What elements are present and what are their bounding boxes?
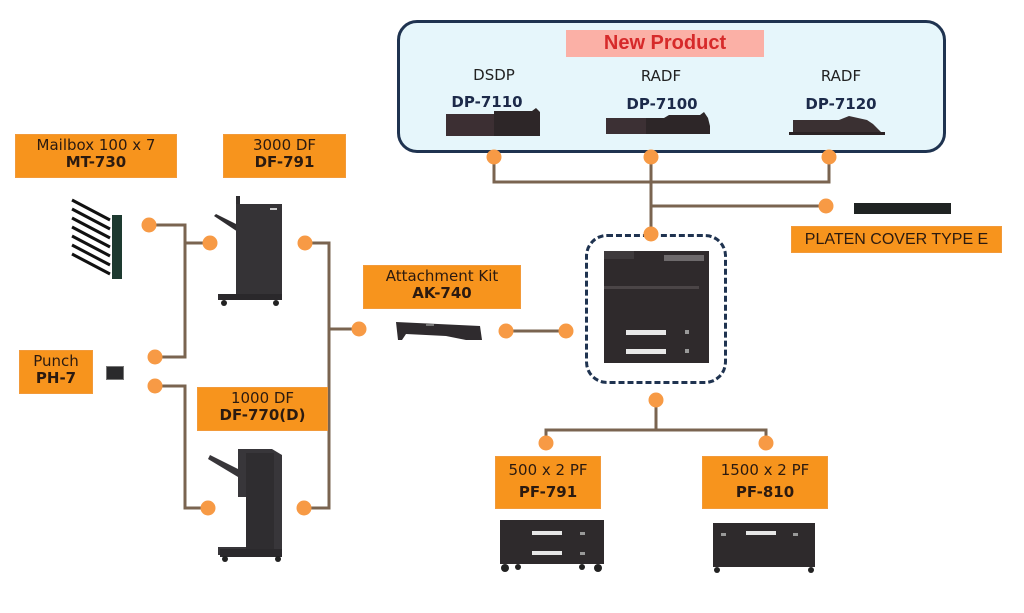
mailbox-label: Mailbox 100 x 7 MT-730: [15, 134, 177, 178]
pf-810-image: [713, 523, 815, 573]
ph-7-label: Punch PH-7: [19, 350, 93, 394]
dp-7120-image: [789, 116, 885, 135]
connector-dot: [818, 198, 834, 214]
adf-type-label: RADF: [640, 67, 682, 85]
df-791-label: 3000 DF DF-791: [223, 134, 346, 178]
connector-dot: [297, 235, 313, 251]
connector-dot: [643, 149, 659, 165]
adf-model-label: DP-7120: [805, 95, 877, 113]
connector-dot: [538, 435, 554, 451]
finisher-bus-line: [308, 241, 331, 510]
connector-dot: [147, 378, 163, 394]
connector-dot: [643, 226, 659, 242]
pf-791-label: 500 x 2 PF PF-791: [495, 456, 601, 509]
connector-dot: [821, 149, 837, 165]
main-unit-image: [604, 251, 709, 363]
connector-dot: [486, 149, 502, 165]
connector-dot: [141, 217, 157, 233]
pf-791-image: [500, 520, 604, 572]
connector-dot: [498, 323, 514, 339]
connector-dot: [296, 500, 312, 516]
adf-model-label: DP-7100: [626, 95, 698, 113]
mailbox-punch-line: [149, 223, 187, 359]
connector-dot: [758, 435, 774, 451]
platen-cover-image: [854, 203, 951, 214]
connector-dot: [147, 349, 163, 365]
adf-type-label: DSDP: [473, 66, 515, 84]
df-791-image: [214, 196, 282, 306]
ak-740-image: [396, 322, 482, 340]
adf-model-label: DP-7110: [451, 93, 523, 111]
dp-7110-image: [446, 108, 540, 136]
connector-dot: [200, 500, 216, 516]
dp-7100-image: [606, 112, 710, 134]
new-product-title: New Product: [566, 30, 764, 57]
connector-dot: [558, 323, 574, 339]
connector-dot: [202, 235, 218, 251]
connector-dot: [351, 321, 367, 337]
pf-bus-line: [544, 428, 768, 443]
df-770-image: [208, 449, 282, 562]
ak-740-label: Attachment Kit AK-740: [363, 265, 521, 309]
punch-df770-line: [155, 384, 208, 510]
mailbox-image: [71, 198, 122, 279]
connector-dot: [648, 392, 664, 408]
punch-image: [106, 366, 124, 380]
adf-bus-line: [492, 157, 831, 184]
platen-cover-label: PLATEN COVER TYPE E: [791, 226, 1002, 253]
pf-810-label: 1500 x 2 PF PF-810: [702, 456, 828, 509]
df-770-label: 1000 DF DF-770(D): [197, 387, 328, 431]
adf-type-label: RADF: [820, 67, 862, 85]
